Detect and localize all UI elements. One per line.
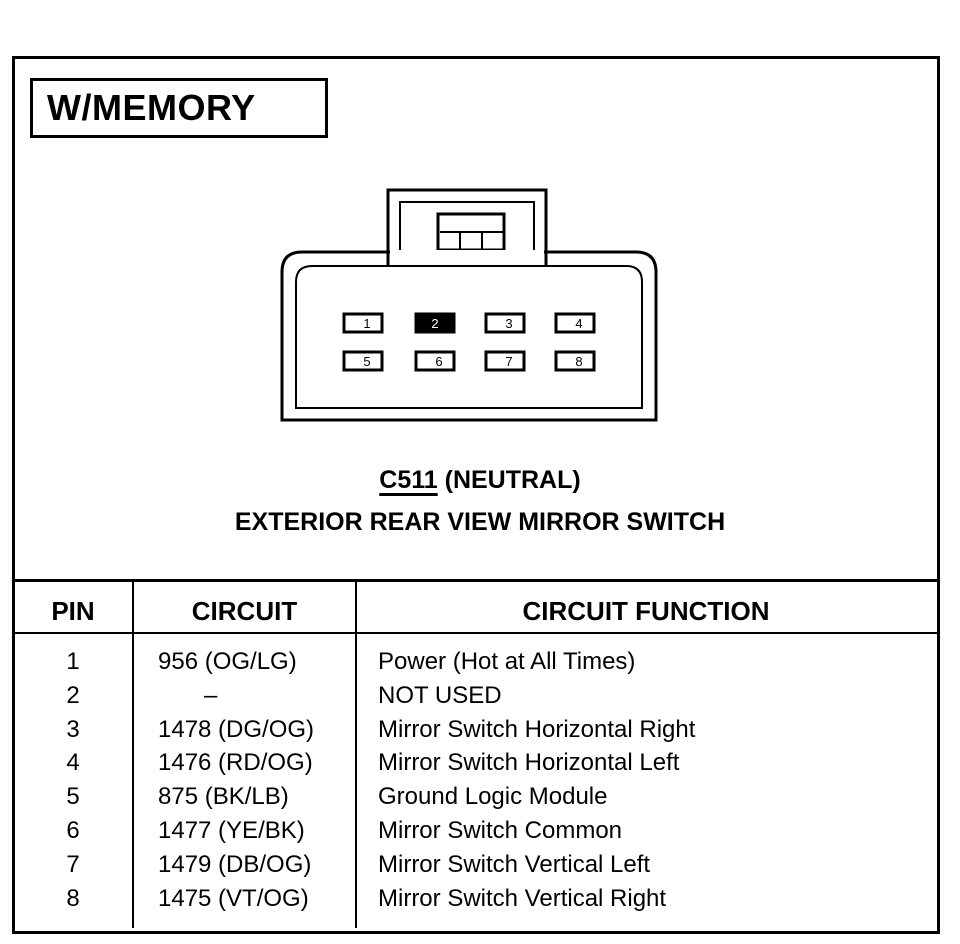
circuit-cell: 1479 (DB/OG)	[158, 850, 312, 878]
circuit-function-cell: Mirror Switch Horizontal Right	[378, 715, 696, 743]
circuit-cell: –	[204, 681, 218, 709]
connector-body-inner	[295, 265, 643, 409]
pin-number-6: 6	[435, 354, 442, 369]
circuit-function-cell: Mirror Switch Vertical Right	[378, 884, 667, 912]
memory-badge-label: W/MEMORY	[47, 87, 256, 128]
pin-number-4: 4	[575, 316, 582, 331]
circuit-function-cell: Power (Hot at All Times)	[378, 648, 636, 675]
connector-color: (NEUTRAL)	[444, 466, 581, 494]
circuit-cell: 1475 (VT/OG)	[158, 884, 309, 912]
pin-cell: 5	[66, 783, 80, 811]
connector-caption: C511 (NEUTRAL)	[0, 466, 960, 495]
connector-latch-join	[390, 250, 544, 256]
table-row: 6 1477 (YE/BK) Mirror Switch Common	[0, 817, 960, 851]
table-row: 3 1478 (DG/OG) Mirror Switch Horizontal Ri…	[0, 716, 960, 750]
header-circuit: CIRCUIT	[191, 596, 298, 626]
circuit-function-cell: Mirror Switch Common	[378, 817, 623, 844]
pin-number-1: 1	[363, 316, 370, 331]
pin-cavity-2	[414, 312, 456, 334]
connector-face-diagram: 1 2 3 4 5 6 7 8	[280, 188, 658, 422]
pin-cell: 7	[66, 850, 80, 878]
table-column-divider	[132, 580, 134, 928]
table-header-border	[12, 632, 937, 634]
pin-cavity-4	[554, 312, 596, 334]
pin-cavity-6	[414, 350, 456, 372]
pin-cell: 3	[66, 715, 80, 743]
pin-number-8: 8	[575, 354, 582, 369]
connector-id: C511	[379, 466, 438, 494]
pin-cell: 4	[66, 749, 80, 777]
pin-cavity-3	[484, 312, 526, 334]
header-circuit-function: CIRCUIT FUNCTION	[522, 596, 770, 626]
pin-number-3: 3	[505, 316, 512, 331]
circuit-cell: 875 (BK/LB)	[158, 783, 289, 811]
pin-cavity-1	[342, 312, 384, 334]
circuit-cell: 1477 (YE/BK)	[158, 817, 305, 844]
circuit-cell: 1476 (RD/OG)	[158, 749, 313, 777]
pin-number-2: 2	[431, 316, 438, 331]
table-column-divider	[355, 580, 357, 928]
connector-name: EXTERIOR REAR VIEW MIRROR SWITCH	[234, 508, 726, 536]
circuit-function-cell: Ground Logic Module	[378, 783, 608, 811]
table-row: 5 875 (BK/LB) Ground Logic Module	[0, 783, 960, 817]
pin-cell: 8	[66, 884, 80, 912]
circuit-cell: 956 (OG/LG)	[158, 648, 297, 675]
pinout-table-body: 1 956 (OG/LG) Power (Hot at All Times) 2 – NO…	[0, 648, 960, 918]
pin-cell: 2	[66, 681, 80, 709]
table-row: 4 1476 (RD/OG) Mirror Switch Horizontal Le…	[0, 749, 960, 783]
pin-cell: 6	[66, 817, 80, 844]
pin-cell: 1	[66, 648, 80, 675]
diagram-frame	[12, 56, 940, 934]
pin-cavity-5	[342, 350, 384, 372]
memory-badge: W/MEMORY	[30, 78, 328, 138]
connector-pins: 1 2 3 4 5 6 7 8	[342, 312, 596, 372]
table-top-border	[12, 579, 937, 582]
pin-cavity-8	[554, 350, 596, 372]
connector-body	[280, 250, 658, 422]
pin-number-7: 7	[505, 354, 512, 369]
circuit-function-cell: NOT USED	[378, 681, 502, 709]
pin-number-5: 5	[363, 354, 370, 369]
circuit-cell: 1478 (DG/OG)	[158, 715, 315, 743]
table-row: 2 – NOT USED	[0, 682, 960, 716]
circuit-function-cell: Mirror Switch Vertical Left	[378, 850, 651, 878]
table-row: 7 1479 (DB/OG) Mirror Switch Vertical Left	[0, 851, 960, 885]
pin-cavity-7	[484, 350, 526, 372]
circuit-function-cell: Mirror Switch Horizontal Left	[378, 749, 680, 777]
table-row: 8 1475 (VT/OG) Mirror Switch Vertical Righ…	[0, 885, 960, 919]
table-row: 1 956 (OG/LG) Power (Hot at All Times)	[0, 648, 960, 682]
header-pin: PIN	[51, 596, 95, 626]
